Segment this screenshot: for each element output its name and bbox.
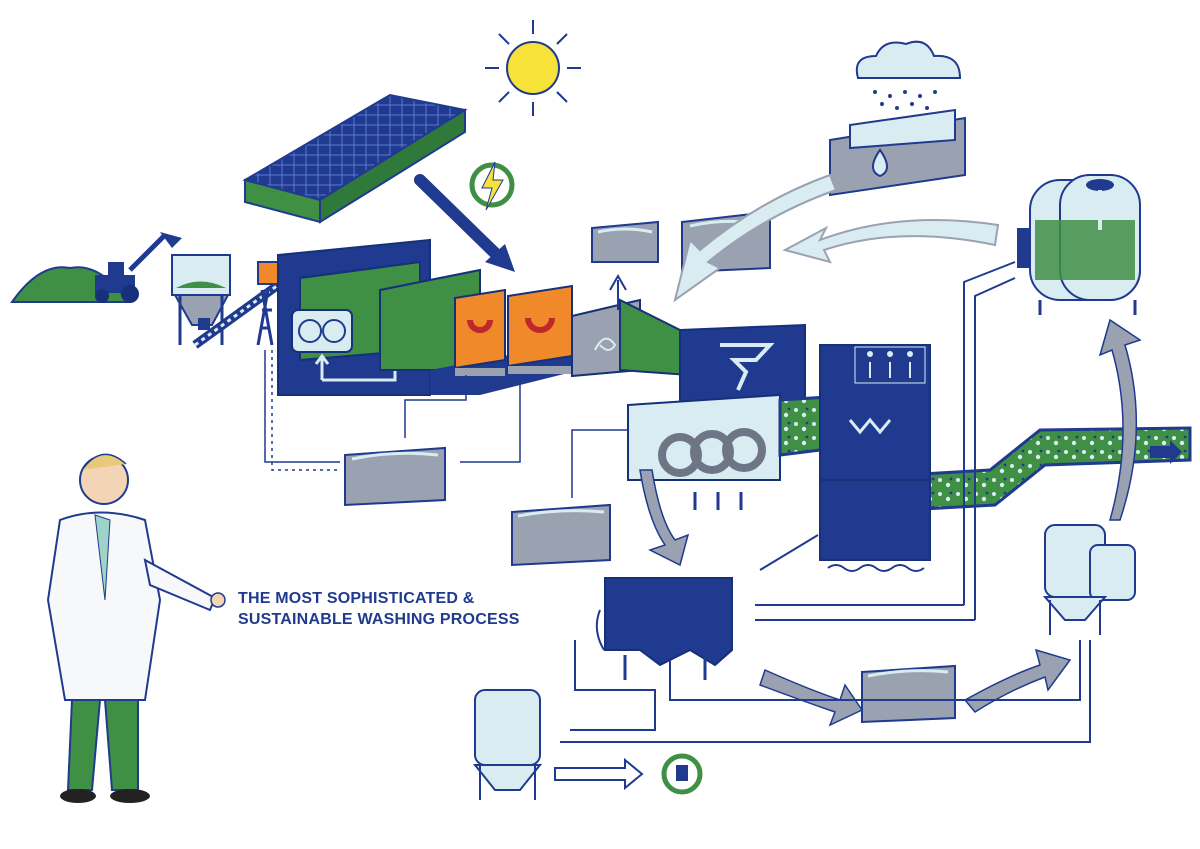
rainwater-tank xyxy=(829,108,966,197)
recycle-plug-icon xyxy=(661,753,703,795)
arrow-right-icon xyxy=(1150,440,1182,464)
solar-roof-building xyxy=(242,93,468,224)
energy-output-arrow xyxy=(554,757,644,791)
water-drop-icon xyxy=(872,148,888,178)
light-fraction-bin xyxy=(591,220,659,310)
dryer-tower xyxy=(819,344,931,572)
magnet-separator-1 xyxy=(454,288,506,376)
process-arrows-right xyxy=(639,318,1142,727)
collection-bin-3 xyxy=(861,664,956,724)
process-caption: THE MOST SOPHISTICATED & SUSTAINABLE WAS… xyxy=(238,588,568,630)
incline-conveyor xyxy=(192,261,288,349)
storage-silo-bottom xyxy=(472,689,543,800)
sun-icon xyxy=(485,20,581,116)
energy-arrow xyxy=(414,174,515,272)
scientist-presenter xyxy=(46,453,226,803)
pipe-network xyxy=(560,261,1091,743)
cloud-rain-icon xyxy=(855,40,962,110)
caption-line-2: SUSTAINABLE WASHING PROCESS xyxy=(238,611,520,628)
transport-lines xyxy=(264,350,628,498)
feed-hopper xyxy=(171,254,231,345)
sedimentation-tank xyxy=(595,577,733,680)
lightning-recycle-icon xyxy=(469,161,515,211)
caption-line-1: THE MOST SOPHISTICATED & xyxy=(238,590,475,607)
collection-bin-2 xyxy=(511,503,611,567)
tornado-icon xyxy=(720,343,775,391)
water-return-arrows xyxy=(673,173,1000,303)
friction-washer xyxy=(627,323,806,510)
storage-silo-right xyxy=(1042,524,1136,635)
water-treatment-vessels xyxy=(1017,174,1141,315)
collection-bin-1 xyxy=(344,446,446,507)
tractor-loader xyxy=(95,232,182,303)
